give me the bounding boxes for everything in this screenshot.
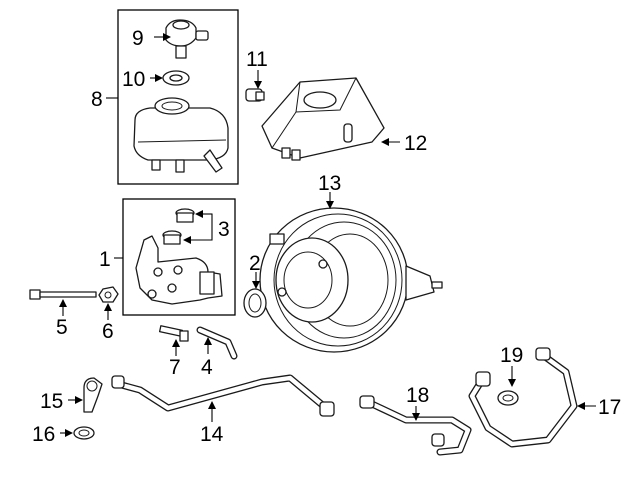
brake-booster-part — [259, 207, 443, 353]
vacuum-hose-part — [196, 326, 238, 360]
callout-13: 13 — [318, 172, 341, 195]
bolt-part — [29, 289, 97, 300]
reservoir-cap-sensor-part — [165, 19, 209, 59]
callout-6: 6 — [102, 320, 114, 343]
cover-part — [261, 77, 385, 161]
callout-9: 9 — [132, 27, 144, 50]
grommet-parts — [162, 208, 195, 245]
callout-14: 14 — [200, 423, 224, 446]
callout-11: 11 — [246, 48, 268, 71]
callout-19: 19 — [500, 344, 523, 367]
fluid-reservoir-part — [133, 97, 229, 173]
hose-clamp-part — [73, 426, 95, 440]
nut-part — [98, 286, 119, 303]
callout-16: 16 — [32, 423, 55, 446]
vacuum-tube-part — [359, 395, 472, 456]
callout-18: 18 — [406, 384, 429, 407]
callout-10: 10 — [122, 68, 145, 91]
check-valve-part — [83, 377, 103, 413]
booster-hose-part — [468, 347, 578, 448]
callout-5: 5 — [56, 316, 68, 339]
master-cylinder-group-box — [122, 198, 236, 316]
sensor-plug-part — [245, 88, 265, 102]
reservoir-group-box — [117, 9, 239, 185]
reservoir-seal-part — [162, 70, 190, 86]
booster-gasket-part — [243, 288, 267, 318]
master-cylinder-part — [135, 235, 223, 305]
callout-15: 15 — [40, 390, 63, 413]
callout-2: 2 — [249, 252, 261, 275]
vacuum-line-part — [111, 374, 335, 417]
hose-clamp-upper-part — [497, 390, 519, 406]
callout-4: 4 — [201, 356, 213, 379]
callout-7: 7 — [169, 356, 181, 379]
callout-1: 1 — [99, 248, 111, 271]
callout-17: 17 — [598, 396, 621, 419]
callout-12: 12 — [404, 132, 427, 155]
stud-part — [158, 325, 189, 342]
callout-3: 3 — [218, 218, 230, 241]
leader-lines — [59, 33, 596, 437]
callout-8: 8 — [91, 88, 103, 111]
